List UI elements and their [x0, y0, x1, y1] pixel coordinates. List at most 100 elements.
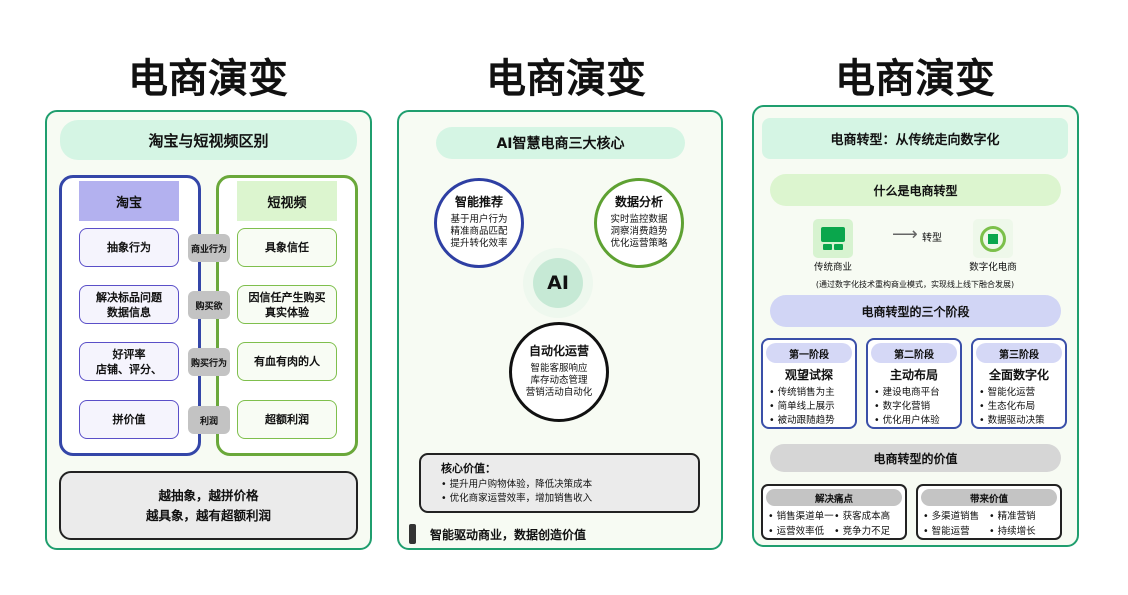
- core-line: 库存动态管理: [530, 375, 588, 386]
- core-value-title: 核心价值：: [441, 462, 496, 475]
- stage-point: • 建设电商平台: [874, 387, 940, 398]
- panel3-header: 电商转型：从传统走向数字化: [762, 118, 1068, 159]
- stage-point: • 优化用户体验: [874, 415, 940, 426]
- core-line: 优化运营策略: [610, 238, 668, 249]
- stage-point-text: 优化用户体验: [882, 415, 940, 426]
- value-point: • 运营效率低: [768, 526, 825, 537]
- traditional-commerce-icon: [813, 219, 853, 258]
- arrow-right-icon: ⟶: [892, 224, 918, 245]
- core-line: 洞察消费趋势: [610, 226, 668, 237]
- value-point: • 多渠道销售: [923, 511, 980, 522]
- panel1-header: 淘宝与短视频区别: [60, 120, 357, 160]
- core-value-item: • 提升用户购物体验，降低决策成本: [441, 479, 593, 490]
- stage-point: • 传统销售为主: [769, 387, 835, 398]
- panel2-title: 电商演变: [486, 56, 646, 102]
- relation-label: 利润: [188, 406, 230, 434]
- stage-card: 第一阶段观望试探 • 传统销售为主 • 简单线上展示 • 被动跟随趋势: [761, 338, 857, 429]
- core-value-text: 提升用户购物体验，降低决策成本: [449, 479, 593, 490]
- stage-point: • 数字化营销: [874, 401, 931, 412]
- ai-center: AI: [533, 258, 583, 308]
- value-point: • 竞争力不足: [834, 526, 891, 537]
- stage-point-text: 数据驱动决策: [987, 415, 1045, 426]
- value-point-text: 智能运营: [931, 526, 970, 537]
- transformation-note: (通过数字化技术重构商业模式，实现线上线下融合发展): [815, 280, 1015, 289]
- stage-point: • 智能化运营: [979, 387, 1036, 398]
- stage-point-text: 建设电商平台: [882, 387, 940, 398]
- digital-commerce-icon: [973, 219, 1013, 258]
- value-point-text: 多渠道销售: [931, 511, 980, 522]
- stage-point: • 被动跟随趋势: [769, 415, 835, 426]
- value-point-text: 持续增长: [997, 526, 1036, 537]
- stage-point: • 数据驱动决策: [979, 415, 1045, 426]
- value-point-text: 竞争力不足: [842, 526, 891, 537]
- value-point-text: 获客成本高: [842, 511, 891, 522]
- stage-point-text: 被动跟随趋势: [777, 415, 835, 426]
- value-point: • 精准营销: [989, 511, 1036, 522]
- core-line: 智能客服响应: [530, 363, 588, 374]
- value-point-text: 销售渠道单一: [776, 511, 834, 522]
- core-value-text: 优化商家运营效率，增加销售收入: [449, 493, 593, 504]
- stage-label: 第一阶段: [766, 343, 852, 363]
- value-box: 解决痛点 • 销售渠道单一• 获客成本高 • 运营效率低 • 竞争力不足: [761, 484, 907, 540]
- stage-point-text: 智能化运营: [987, 387, 1036, 398]
- core-line: 营销活动自动化: [525, 387, 593, 398]
- what-is-pill: 什么是电商转型: [770, 174, 1061, 206]
- core-line: 提升转化效率: [450, 238, 508, 249]
- summary-line: 越具象，越有超额利润: [145, 507, 271, 523]
- to-label: 数字化电商: [969, 262, 1017, 273]
- arrow-label: 转型: [922, 233, 942, 244]
- shortvideo-item: 具象信任: [237, 228, 337, 267]
- stage-name: 观望试探: [784, 368, 833, 382]
- taobao-header: 淘宝: [79, 181, 179, 221]
- taobao-item: 拼价值: [79, 400, 179, 439]
- taobao-item: 好评率 店铺、评分、: [79, 342, 179, 381]
- shortvideo-item: 因信任产生购买 真实体验: [237, 285, 337, 324]
- taobao-item: 抽象行为: [79, 228, 179, 267]
- value-point-text: 精准营销: [997, 511, 1036, 522]
- stage-point: • 生态化布局: [979, 401, 1036, 412]
- value-point: • 销售渠道单一: [768, 511, 834, 522]
- relation-label: 商业行为: [188, 234, 230, 262]
- stages-pill: 电商转型的三个阶段: [770, 295, 1061, 327]
- core-circle: 自动化运营智能客服响应库存动态管理营销活动自动化: [509, 322, 609, 422]
- value-point: • 智能运营: [923, 526, 970, 537]
- value-box-title: 解决痛点: [766, 489, 902, 506]
- value-point: • 持续增长: [989, 526, 1036, 537]
- value-pill: 电商转型的价值: [770, 444, 1061, 472]
- stage-name: 全面数字化: [988, 368, 1049, 382]
- stage-card: 第二阶段主动布局 • 建设电商平台 • 数字化营销 • 优化用户体验: [866, 338, 962, 429]
- core-value-box: 核心价值： • 提升用户购物体验，降低决策成本 • 优化商家运营效率，增加销售收…: [419, 453, 700, 513]
- core-title: 智能推荐: [454, 195, 503, 209]
- shortvideo-item: 超额利润: [237, 400, 337, 439]
- stage-label: 第三阶段: [976, 343, 1062, 363]
- from-label: 传统商业: [813, 262, 852, 273]
- panel3-title: 电商演变: [835, 56, 995, 102]
- value-point-text: 运营效率低: [776, 526, 825, 537]
- slogan: 智能驱动商业，数据创造价值: [430, 528, 587, 542]
- core-circle: 智能推荐基于用户行为精准商品匹配提升转化效率: [434, 178, 524, 268]
- core-value-item: • 优化商家运营效率，增加销售收入: [441, 493, 593, 504]
- panel1-summary: 越抽象，越拼价格 越具象，越有超额利润: [59, 471, 358, 540]
- value-point: • 获客成本高: [834, 511, 891, 522]
- value-box-title: 带来价值: [921, 489, 1057, 506]
- core-line: 基于用户行为: [450, 214, 508, 225]
- core-circle: 数据分析实时监控数据洞察消费趋势优化运营策略: [594, 178, 684, 268]
- stage-point-text: 简单线上展示: [777, 401, 835, 412]
- shortvideo-header: 短视频: [237, 181, 337, 221]
- stage-point-text: 数字化营销: [882, 401, 931, 412]
- panel1-title: 电商演变: [128, 56, 288, 102]
- taobao-item: 解决标品问题 数据信息: [79, 285, 179, 324]
- core-title: 数据分析: [614, 195, 663, 209]
- relation-label: 购买欲: [188, 291, 230, 319]
- shortvideo-item: 有血有肉的人: [237, 342, 337, 381]
- stage-label: 第二阶段: [871, 343, 957, 363]
- stage-point-text: 传统销售为主: [777, 387, 835, 398]
- stage-card: 第三阶段全面数字化 • 智能化运营 • 生态化布局 • 数据驱动决策: [971, 338, 1067, 429]
- core-line: 精准商品匹配: [450, 226, 508, 237]
- slogan-bar: [409, 524, 416, 544]
- relation-label: 购买行为: [188, 348, 230, 376]
- stage-point: • 简单线上展示: [769, 401, 835, 412]
- stage-name: 主动布局: [889, 368, 938, 382]
- summary-line: 越抽象，越拼价格: [158, 487, 259, 503]
- core-title: 自动化运营: [528, 344, 589, 358]
